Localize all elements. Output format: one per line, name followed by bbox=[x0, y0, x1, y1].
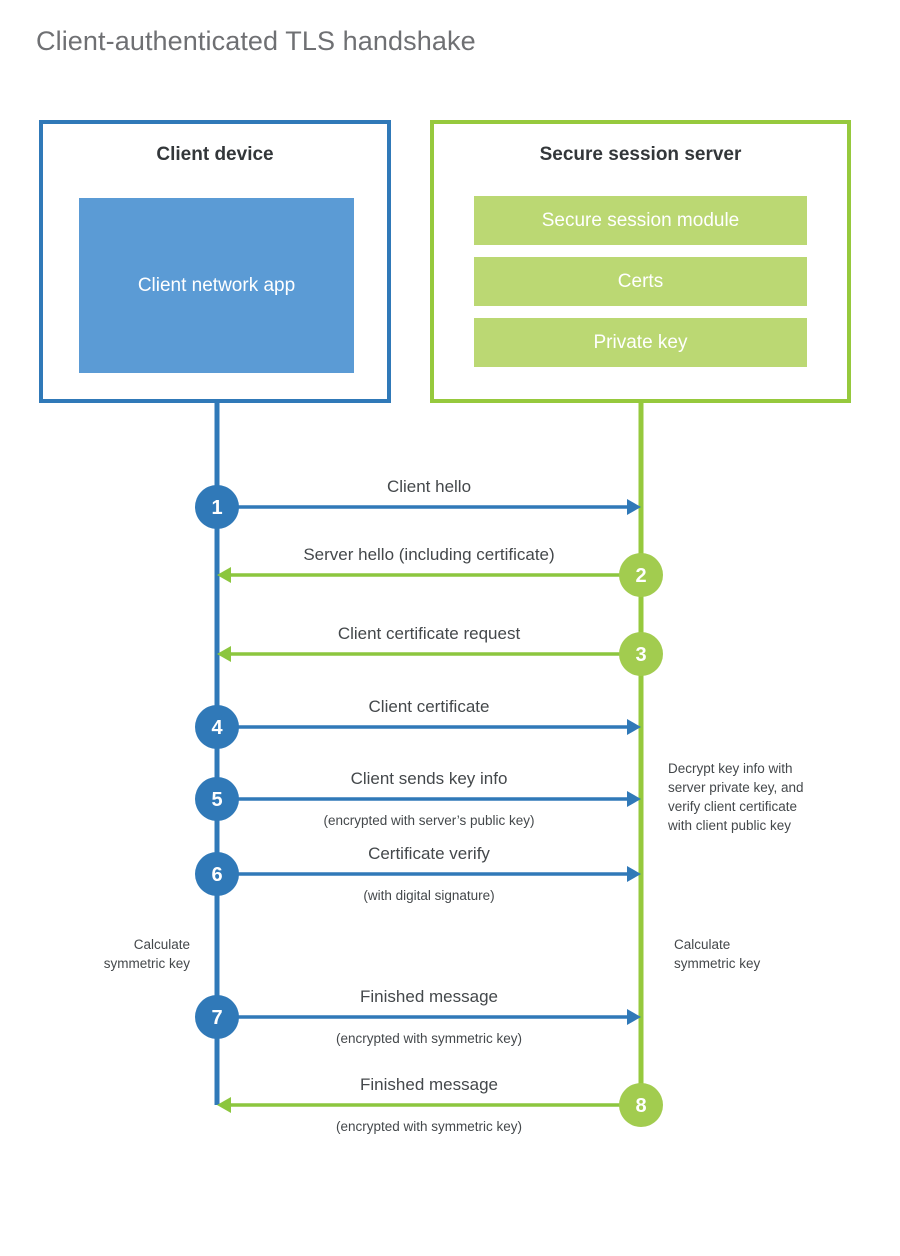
step-badge-3[interactable] bbox=[619, 632, 663, 676]
message-arrowhead bbox=[217, 1097, 231, 1113]
step-number-label: 3 bbox=[635, 644, 646, 666]
message-step-4[interactable]: 4 Client certificate bbox=[195, 697, 641, 749]
step-badge-4[interactable] bbox=[195, 705, 239, 749]
page-title: Client-authenticated TLS handshake bbox=[36, 26, 476, 56]
step-number-label: 4 bbox=[211, 717, 223, 739]
step-badge-1[interactable] bbox=[195, 485, 239, 529]
message-arrowhead bbox=[627, 866, 641, 882]
server-modules-list: Secure session module Certs Private key bbox=[474, 196, 807, 367]
message-step-8[interactable]: 8 Finished message (encrypted with symmetr… bbox=[217, 1075, 663, 1134]
step-badge-8[interactable] bbox=[619, 1083, 663, 1127]
secure-session-server-box: Secure session server Secure session mod… bbox=[430, 120, 851, 403]
step-number-label: 2 bbox=[635, 565, 646, 587]
message-step-7[interactable]: 7 Finished message (encrypted with symmetr… bbox=[195, 987, 641, 1046]
message-label: Finished message bbox=[360, 1075, 498, 1094]
message-step-5[interactable]: 5 Client sends key info (encrypted with se… bbox=[195, 769, 641, 828]
message-label: Server hello (including certificate) bbox=[303, 545, 554, 564]
step-number-label: 6 bbox=[211, 864, 222, 886]
message-label: Client certificate request bbox=[338, 624, 521, 643]
message-arrowhead bbox=[627, 791, 641, 807]
step-number-label: 7 bbox=[211, 1007, 222, 1029]
message-arrowhead bbox=[217, 646, 231, 662]
message-label: Client certificate bbox=[369, 697, 490, 716]
step-number-label: 5 bbox=[211, 789, 222, 811]
message-step-6[interactable]: 6 Certificate verify (with digital signatu… bbox=[195, 844, 641, 903]
message-sublabel: (with digital signature) bbox=[363, 888, 494, 903]
message-label: Client hello bbox=[387, 477, 471, 496]
step-badge-6[interactable] bbox=[195, 852, 239, 896]
message-label: Certificate verify bbox=[368, 844, 490, 863]
message-label: Finished message bbox=[360, 987, 498, 1006]
step-number-label: 8 bbox=[635, 1095, 646, 1117]
message-arrowhead bbox=[627, 719, 641, 735]
client-device-title: Client device bbox=[156, 144, 274, 165]
message-arrowhead bbox=[627, 499, 641, 515]
step-badge-7[interactable] bbox=[195, 995, 239, 1039]
message-arrowhead bbox=[627, 1009, 641, 1025]
message-sublabel: (encrypted with symmetric key) bbox=[336, 1119, 522, 1134]
message-sublabel: (encrypted with server’s public key) bbox=[323, 813, 534, 828]
messages-group: 1 Client hello 2 Server hello (including ce… bbox=[195, 477, 663, 1134]
message-step-1[interactable]: 1 Client hello bbox=[195, 477, 641, 529]
message-step-2[interactable]: 2 Server hello (including certificate) bbox=[217, 545, 663, 597]
client-device-box: Client device Client network app bbox=[39, 120, 391, 403]
server-module-item: Certs bbox=[474, 257, 807, 306]
step-badge-5[interactable] bbox=[195, 777, 239, 821]
secure-session-server-title: Secure session server bbox=[539, 144, 742, 165]
server-module-item: Private key bbox=[474, 318, 807, 367]
message-arrowhead bbox=[217, 567, 231, 583]
message-sublabel: (encrypted with symmetric key) bbox=[336, 1031, 522, 1046]
client-network-app-box: Client network app bbox=[79, 198, 354, 373]
server-module-item: Secure session module bbox=[474, 196, 807, 245]
step-number-label: 1 bbox=[211, 497, 222, 519]
message-label: Client sends key info bbox=[351, 769, 508, 788]
step-badge-2[interactable] bbox=[619, 553, 663, 597]
message-step-3[interactable]: 3 Client certificate request bbox=[217, 624, 663, 676]
